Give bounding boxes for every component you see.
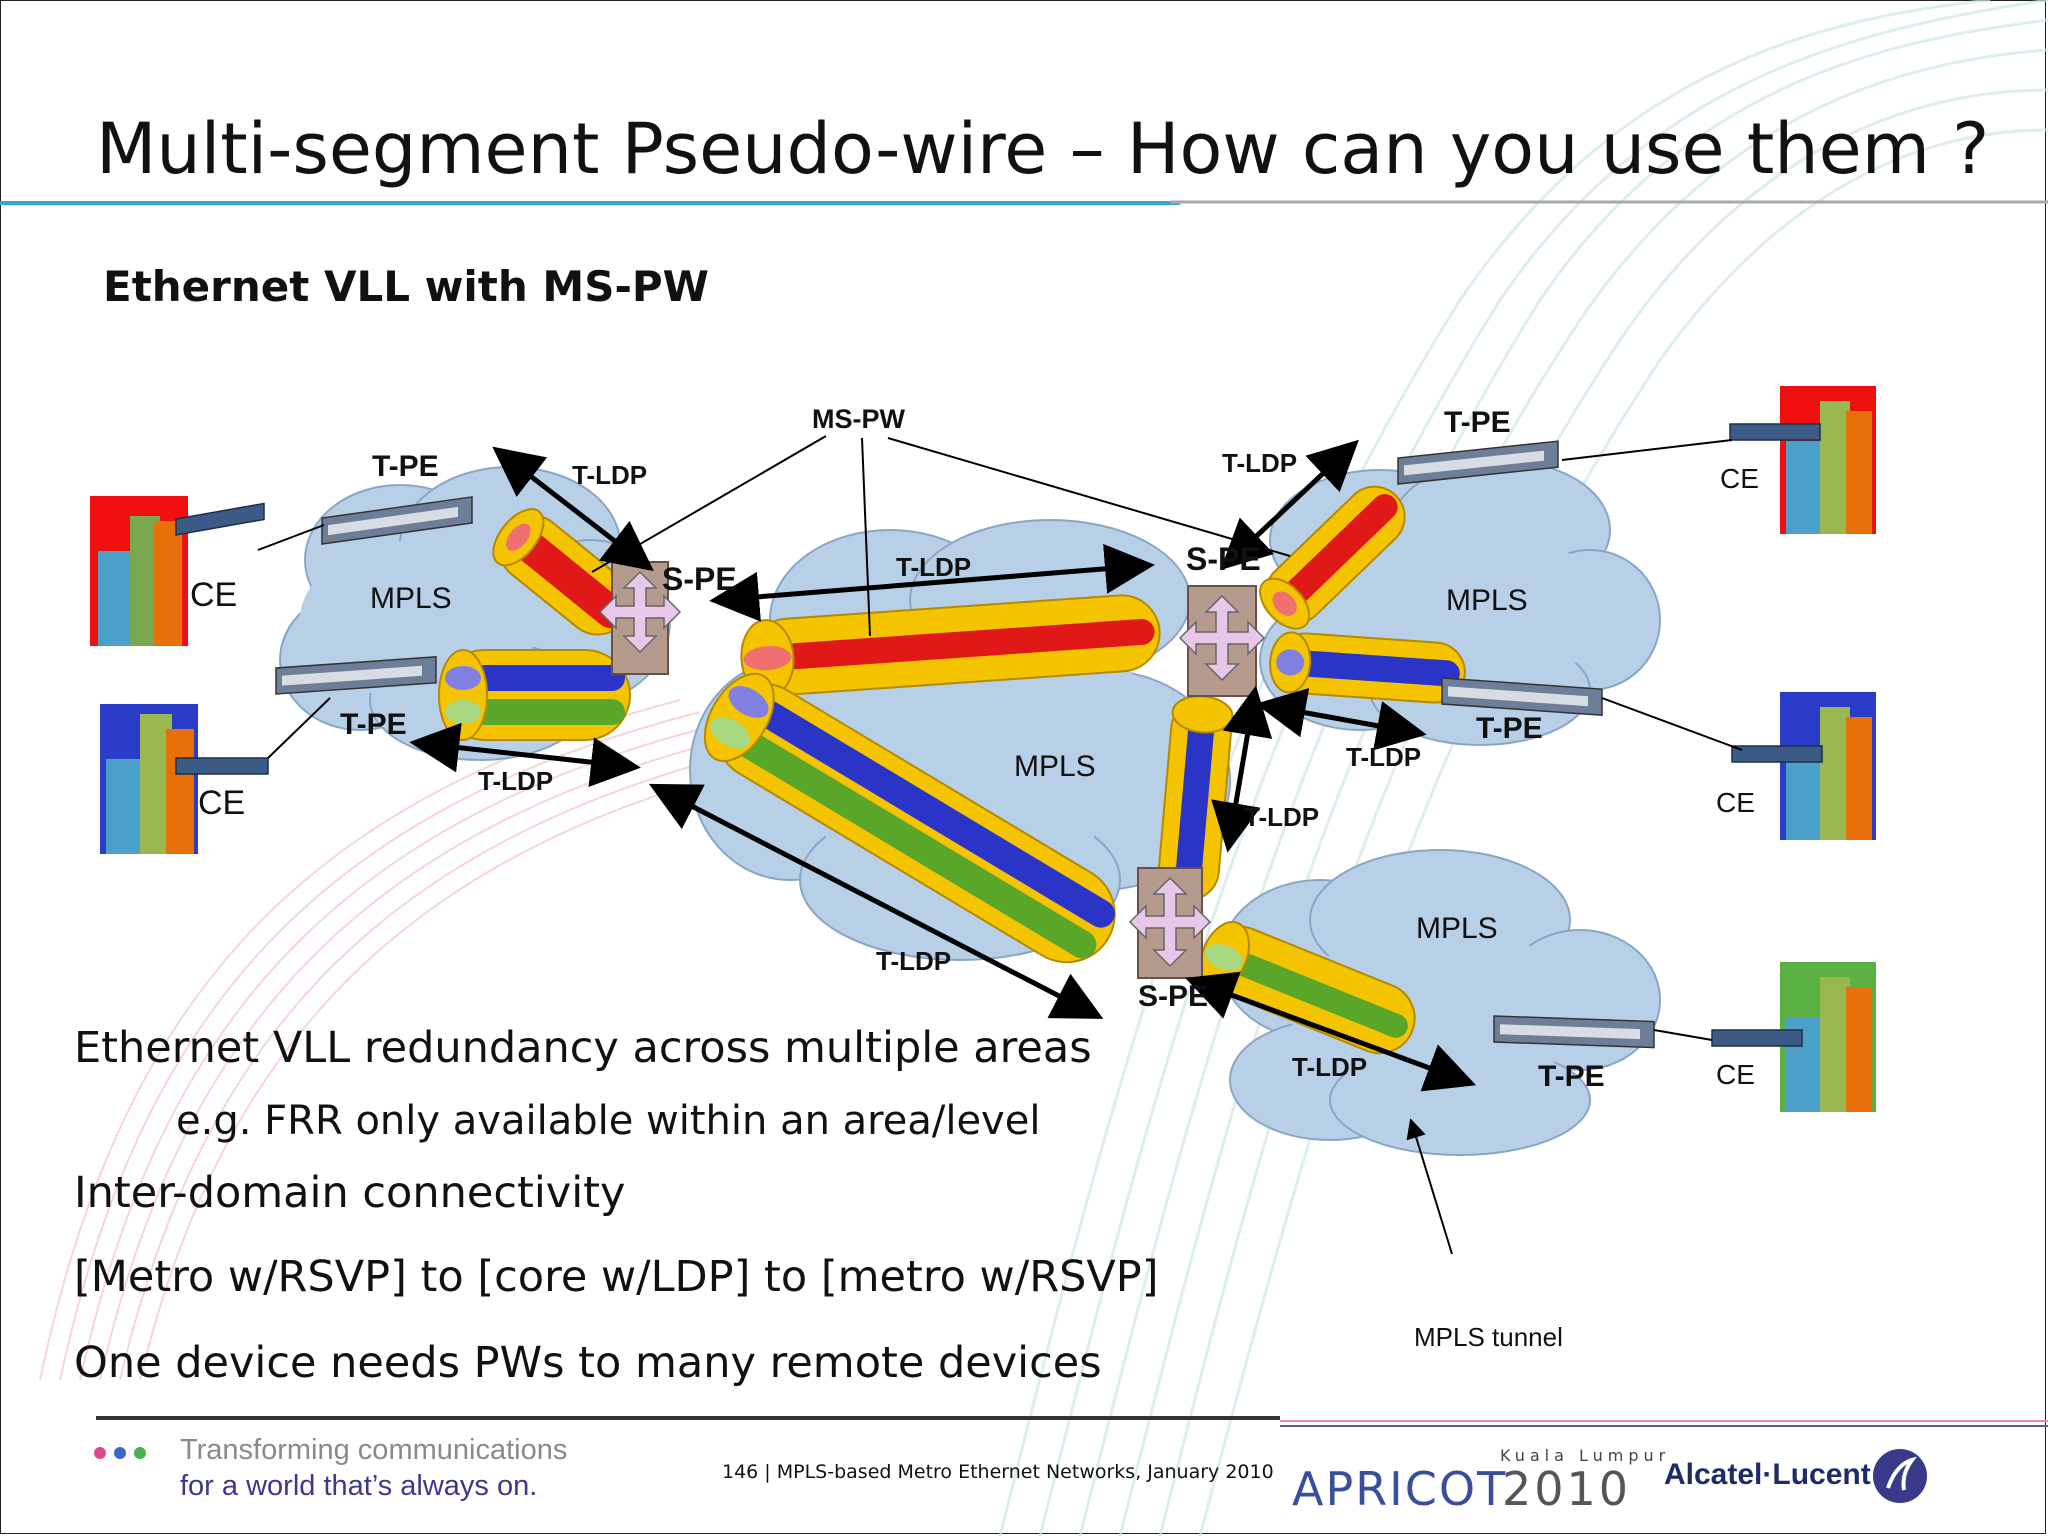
t-pe-device-left-upper <box>321 496 473 545</box>
label-t-ldp-5: T-LDP <box>1346 742 1421 772</box>
label-ce-right-lower: CE <box>1716 1059 1755 1090</box>
footer-tagline-1: Transforming communications <box>180 1434 568 1466</box>
s-pe-router-lower-right <box>1128 867 1212 979</box>
label-t-ldp-1: T-LDP <box>572 460 647 490</box>
tunnel-right-middle <box>1269 631 1466 704</box>
t-pe-device-left-lower <box>275 656 437 695</box>
label-t-pe-left-upper: T-PE <box>372 450 439 483</box>
event-year: 2010 <box>1502 1462 1632 1516</box>
label-ce-left-lower: CE <box>198 784 245 822</box>
s-pe-router-left <box>598 561 682 675</box>
t-pe-device-right-lower <box>1493 1015 1655 1049</box>
t-ldp-arrow-center-lower <box>648 783 1104 1019</box>
t-ldp-arrow-right-lower <box>1185 971 1477 1092</box>
ce-device-right-middle <box>1731 745 1823 763</box>
label-mpls-tunnel: MPLS tunnel <box>1414 1322 1563 1352</box>
label-t-pe-right-lower: T-PE <box>1538 1060 1605 1093</box>
footer-page-info: 146 | MPLS-based Metro Ethernet Networks… <box>722 1461 1274 1483</box>
footer-tagline-2: for a world that’s always on. <box>180 1470 538 1502</box>
footer-dots <box>94 1444 154 1463</box>
ce-building-right-middle <box>1780 692 1876 840</box>
t-ldp-arrow-left-upper <box>492 446 654 572</box>
label-mpls-left: MPLS <box>370 582 452 615</box>
label-t-pe-left-lower: T-PE <box>340 708 407 741</box>
company-logo-text: Alcatel·Lucent <box>1664 1458 1871 1491</box>
t-ldp-arrow-right-upper <box>1220 439 1359 570</box>
label-t-ldp-8: T-LDP <box>1292 1052 1367 1082</box>
label-ce-left-upper: CE <box>190 576 237 614</box>
t-ldp-arrow-right-middle <box>1255 688 1427 751</box>
event-city: Kuala Lumpur <box>1500 1446 1671 1465</box>
bullet-2: Inter-domain connectivity <box>74 1168 626 1218</box>
label-mpls-center: MPLS <box>1014 750 1096 783</box>
tunnel-left-lower <box>438 649 631 741</box>
bullet-1-sub: e.g. FRR only available within an area/l… <box>176 1098 1041 1144</box>
ce-device-left-lower <box>175 757 269 775</box>
apricot-logo-text: APRICOT <box>1292 1462 1508 1516</box>
label-s-pe-left: S-PE <box>662 561 737 597</box>
label-s-pe-lower-right: S-PE <box>1138 980 1208 1013</box>
ce-device-right-upper <box>1729 423 1821 441</box>
label-t-ldp-3: T-LDP <box>1222 448 1297 478</box>
ce-building-left-lower <box>100 704 198 854</box>
label-t-pe-right-upper: T-PE <box>1444 406 1511 439</box>
t-ldp-arrow-center-upper <box>709 543 1155 622</box>
label-ce-right-upper: CE <box>1720 463 1759 494</box>
label-t-ldp-6: T-LDP <box>1244 802 1319 832</box>
label-t-pe-right-middle: T-PE <box>1476 712 1543 745</box>
ce-device-right-lower <box>1711 1029 1803 1047</box>
alcatel-lucent-logo-icon <box>1873 1449 1927 1503</box>
dot-green-icon <box>134 1447 146 1459</box>
section-subtitle: Ethernet VLL with MS-PW <box>103 262 709 311</box>
ce-device-left-upper <box>175 502 265 536</box>
label-ce-right-middle: CE <box>1716 787 1755 818</box>
bullet-3: [Metro w/RSVP] to [core w/LDP] to [metro… <box>74 1252 1159 1302</box>
dot-pink-icon <box>94 1447 106 1459</box>
dot-blue-icon <box>114 1447 126 1459</box>
label-mpls-right-upper: MPLS <box>1446 584 1528 617</box>
t-pe-device-right-middle <box>1441 677 1603 716</box>
label-ms-pw: MS-PW <box>812 404 906 434</box>
label-t-ldp-4: T-LDP <box>478 766 553 796</box>
ce-building-right-upper <box>1780 386 1876 534</box>
t-ldp-arrow-vertical <box>1211 685 1273 853</box>
t-pe-device-right-upper <box>1397 440 1559 485</box>
page-title: Multi-segment Pseudo-wire – How can you … <box>96 108 1990 190</box>
label-t-ldp-2: T-LDP <box>896 552 971 582</box>
t-ldp-arrow-left-lower <box>409 722 641 788</box>
label-mpls-right-lower: MPLS <box>1416 912 1498 945</box>
label-t-ldp-7: T-LDP <box>876 946 951 976</box>
s-pe-router-upper-right <box>1178 585 1266 697</box>
bullet-4: One device needs PWs to many remote devi… <box>74 1338 1102 1388</box>
label-s-pe-upper-right: S-PE <box>1186 541 1261 577</box>
ce-building-left-upper <box>90 496 188 646</box>
bullet-1: Ethernet VLL redundancy across multiple … <box>74 1023 1092 1073</box>
